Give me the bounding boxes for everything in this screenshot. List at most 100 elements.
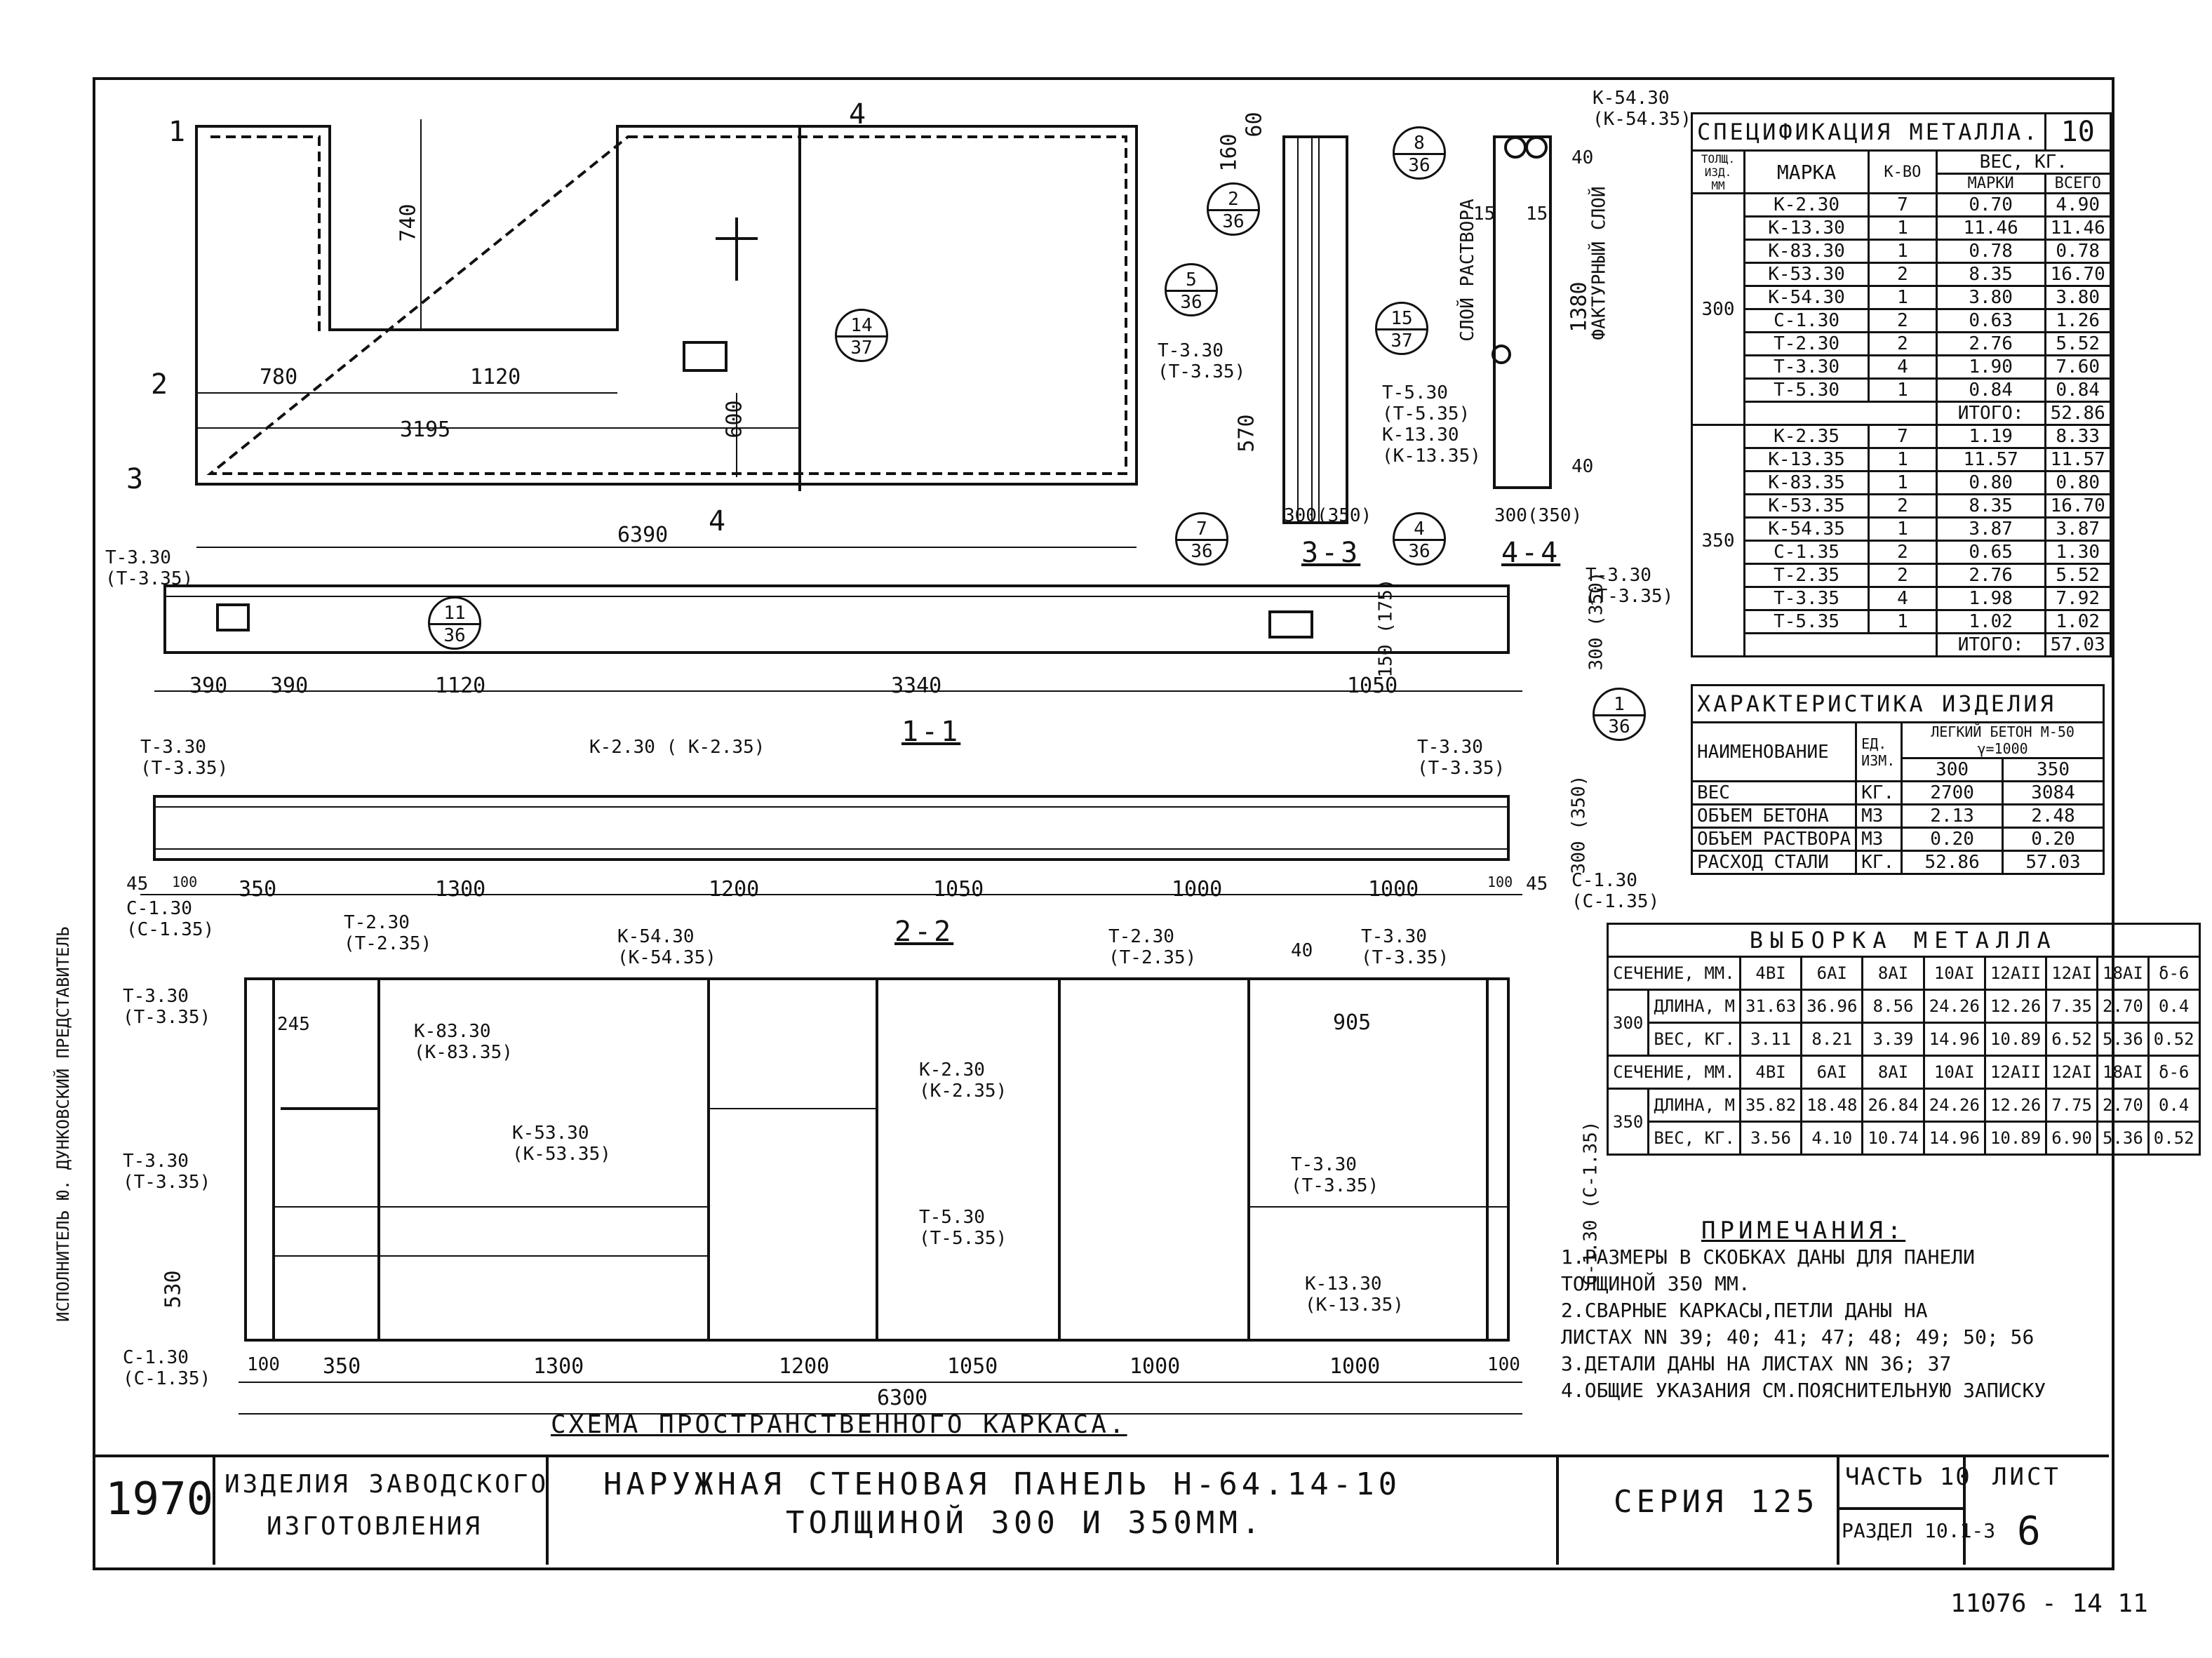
spec-total-label: ИТОГО: [1935,401,2046,426]
s11-dim-9: 45 [1526,874,1548,895]
spec-total-spacer [1743,632,1938,657]
vyb-len-350: 12.26 [1983,1088,2048,1123]
s22-label-7: К-53.30 (К-53.35) [512,1123,611,1165]
vyb-weight-350: 3.56 [1738,1121,1803,1156]
vyb-weight-300: 8.21 [1800,1022,1864,1057]
elev-dim-390b: 390 [270,674,309,698]
spec-qty: 1 [1868,285,1938,310]
title-org-2: ИЗГОТОВЛЕНИЯ [267,1512,483,1541]
s22-dim-3: 1200 [779,1354,830,1379]
vyb-weight-300: 3.11 [1738,1022,1803,1057]
s44-label-0: К-54.30 [1593,88,1670,109]
spec-h-mark: МАРКА [1743,149,1870,194]
char-name: РАСХОД СТАЛИ [1690,850,1858,875]
side-executor-text: ИСПОЛНИТЕЛЬ Ю. ДУНКОВСКИЙ ПРЕДСТАВИТЕЛЬ [53,926,73,1322]
vyb-weight-350: 4.10 [1800,1121,1864,1156]
spec-mark: К-2.35 [1743,424,1870,449]
vyb-thick-300: 300 [1606,989,1650,1057]
notes-title: ПРИМЕЧАНИЯ: [1701,1217,1906,1245]
spec-mark: К-53.30 [1743,262,1870,287]
spec-total-weight: 1.02 [2044,609,2112,634]
vyb-weight-300: 6.52 [2045,1022,2098,1057]
spec-unit-weight: 0.63 [1935,308,2046,333]
s11-dim-5: 1050 [933,877,984,902]
spec-mark: Т-5.35 [1743,609,1870,634]
elev-dim-150-175: 150 (175) [1375,578,1397,678]
char-300: 0.20 [1901,827,2004,852]
elev-label-left: Т-3.30 (Т-3.35) [105,547,194,589]
spec-total-label: ИТОГО: [1935,632,2046,657]
s22-label-1: К-54.30 (К-54.35) [617,926,716,968]
spec-total-spacer [1743,401,1938,426]
spec-thickness: 350 [1691,424,1745,657]
vyb-col-header: 4ВI [1738,956,1803,991]
s22-label-0: Т-2.30 (Т-2.35) [344,912,432,954]
spec-h-thick: ТОЛЩ. ИЗД. ММ [1691,149,1745,194]
char-unit: КГ. [1855,850,1903,875]
s22-label-10: Т-3.30 (Т-3.35) [1291,1154,1379,1196]
vyb-len-300: 7.35 [2045,989,2098,1024]
s22-label-12: С-1.30 (С-1.35) [123,1347,211,1389]
vyb-len-label-300: ДЛИНА, М [1647,989,1741,1024]
spec-qty: 2 [1868,308,1938,333]
spec-unit-weight: 3.87 [1935,516,2046,542]
title-section: РАЗДЕЛ 10.1-3 [1842,1519,1996,1542]
spec-mark: Т-5.30 [1743,377,1870,403]
spec-table: СПЕЦИФИКАЦИЯ МЕТАЛЛА. 10 ТОЛЩ. ИЗД. ММ М… [1691,112,2112,657]
title-name-1: НАРУЖНАЯ СТЕНОВАЯ ПАНЕЛЬ Н-64.14-10 [603,1466,1402,1502]
spec-unit-weight: 0.65 [1935,540,2046,565]
spec-title: СПЕЦИФИКАЦИЯ МЕТАЛЛА. [1691,112,2046,152]
char-300: 2700 [1901,780,2004,805]
plan-panel-outline [195,125,1138,486]
vyb-len-300: 2.70 [2096,989,2150,1024]
spec-qty: 1 [1868,609,1938,634]
s22-dim-7: 100 [1487,1354,1520,1375]
s11-dim-2: 350 [239,877,277,902]
s22-dim-6: 1000 [1329,1354,1381,1379]
section-4-4-outline [1493,135,1552,489]
spec-mark: К-54.35 [1743,516,1870,542]
vyb-sec-label-1: СЕЧЕНИЕ, ММ. [1607,956,1741,991]
spec-total-weight: 3.87 [2044,516,2112,542]
vyb-len-350: 26.84 [1861,1088,1925,1123]
s11-label-0: Т-3.30 (Т-3.35) [140,737,229,779]
section-3-3-label-1: 300(350) [1284,505,1372,526]
plan-dim-3195: 3195 [400,417,451,442]
spec-qty: 1 [1868,516,1938,542]
char-name: ВЕС [1690,780,1858,805]
section-mark-4-bottom: 4 [709,505,729,537]
title-name-2: ТОЛЩИНОЙ 300 И 350ММ. [786,1505,1265,1541]
vyb-col-header: 6AI [1800,956,1864,991]
spec-qty: 1 [1868,239,1938,264]
vyb-len-label-350: ДЛИНА, М [1647,1088,1741,1123]
vyb-col-header: 12AI [2045,1055,2098,1090]
vyb-len-350: 35.82 [1738,1088,1803,1123]
s44-label-10: К-13.30 (К-13.35) [1382,424,1481,467]
vyb-sec-label-2: СЕЧЕНИЕ, ММ. [1607,1055,1741,1090]
note-item: 2.СВАРНЫЕ КАРКАСЫ,ПЕТЛИ ДАНЫ НА [1561,1299,1928,1322]
char-h-350: 350 [2002,757,2105,782]
note-item: ЛИСТАХ NN 39; 40; 41; 47; 48; 49; 50; 56 [1561,1325,2035,1349]
spec-total-weight: 1.26 [2044,308,2112,333]
s22-dim-2: 1300 [533,1354,584,1379]
vyb-len-300: 24.26 [1922,989,1986,1024]
vyb-weight-350: 10.74 [1861,1121,1925,1156]
section-2-2-title: 2-2 [894,916,954,948]
spec-unit-weight: 11.57 [1935,447,2046,472]
spec-total-weight: 11.57 [2044,447,2112,472]
spec-mark: С-1.30 [1743,308,1870,333]
vyb-len-350: 0.4 [2147,1088,2201,1123]
vyb-col-header: 8AI [1861,1055,1925,1090]
s22-label-17: 40 [1291,940,1313,961]
spec-unit-weight: 1.98 [1935,586,2046,611]
